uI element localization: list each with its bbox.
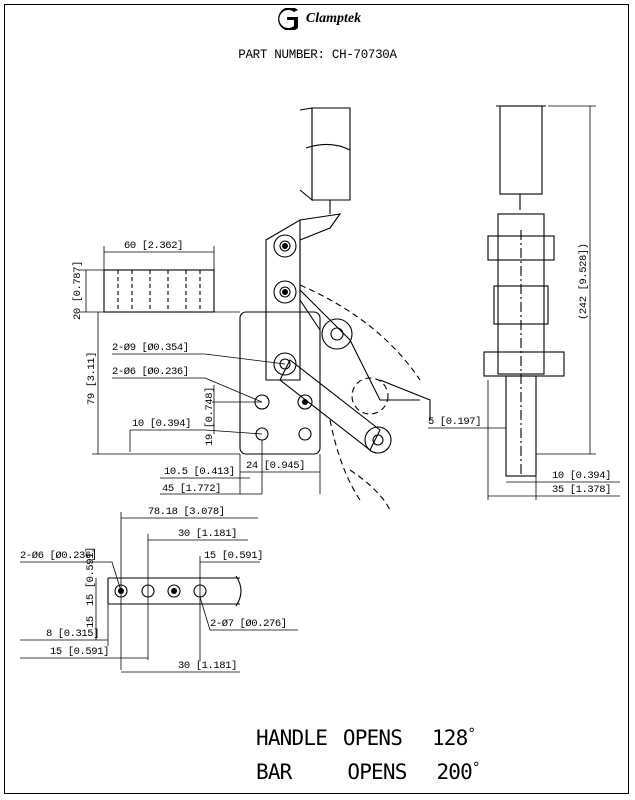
bar-opens-note: BAR OPENS 200° — [256, 760, 480, 784]
clamptek-logo-icon — [277, 8, 298, 30]
header: Clamptek — [0, 8, 635, 35]
part-number: PART NUMBER: CH-70730A — [238, 48, 397, 62]
dim-bar-30a: 30 [1.181] — [178, 528, 237, 540]
dim-bar-v15a: 15 [0.591] — [85, 547, 97, 606]
dim-side-35: 35 [1.378] — [552, 484, 611, 496]
bar-detail — [107, 577, 240, 605]
bar-degree: ° — [471, 760, 480, 776]
dim-side-242: (242 [9.528]) — [578, 243, 590, 320]
bar-opens-label: OPENS — [347, 760, 407, 784]
handle-label: HANDLE — [256, 726, 328, 750]
dim-v-19: 19 [0.748] — [204, 387, 216, 446]
dim-hole-6: 2-Ø6 [Ø0.236] — [112, 366, 189, 378]
dim-side-5: 5 [0.197] — [428, 416, 481, 428]
dim-bar-15b: 15 [0.591] — [50, 646, 109, 658]
dim-left-height-79: 79 [3.11] — [86, 352, 98, 405]
bar-angle: 200 — [436, 760, 472, 784]
dim-h-45: 45 [1.772] — [162, 483, 221, 495]
brand-name: Clamptek — [305, 11, 362, 26]
handle-opens-label: OPENS — [342, 726, 403, 750]
dim-left-height-20: 20 [0.787] — [72, 261, 84, 320]
dim-bar-15a: 15 [0.591] — [204, 550, 263, 562]
logo: Clamptek — [274, 8, 361, 30]
bar-label: BAR — [256, 760, 292, 784]
dim-hole-9: 2-Ø9 [Ø0.354] — [112, 342, 189, 354]
dim-bar-hole-7: 2-Ø7 [Ø0.276] — [210, 618, 287, 630]
handle-angle: 128 — [431, 726, 468, 750]
dim-side-10: 10 [0.394] — [552, 470, 611, 482]
handle-grip — [311, 107, 351, 201]
dim-bar-hole-6: 2-Ø6 [Ø0.236] — [20, 550, 97, 562]
dim-bar-8: 8 [0.315] — [46, 628, 99, 640]
dim-top-width: 60 [2.362] — [124, 240, 183, 252]
dim-h-10: 10 [0.394] — [132, 418, 191, 430]
top-flange — [103, 269, 215, 313]
dim-bar-v15-short: 15 — [85, 616, 97, 628]
handle-opens-note: HANDLE OPENS 128° — [256, 726, 476, 750]
drawing-border — [4, 4, 629, 794]
dim-bar-78: 78.18 [3.078] — [148, 506, 225, 518]
base-plate — [239, 311, 321, 455]
dim-h-24: 24 [0.945] — [246, 460, 305, 472]
side-handle — [499, 105, 543, 195]
handle-degree: ° — [467, 726, 476, 742]
dim-h-10-5: 10.5 [0.413] — [164, 466, 235, 478]
handle-arm — [265, 213, 342, 381]
dim-bar-30b: 30 [1.181] — [178, 660, 237, 672]
